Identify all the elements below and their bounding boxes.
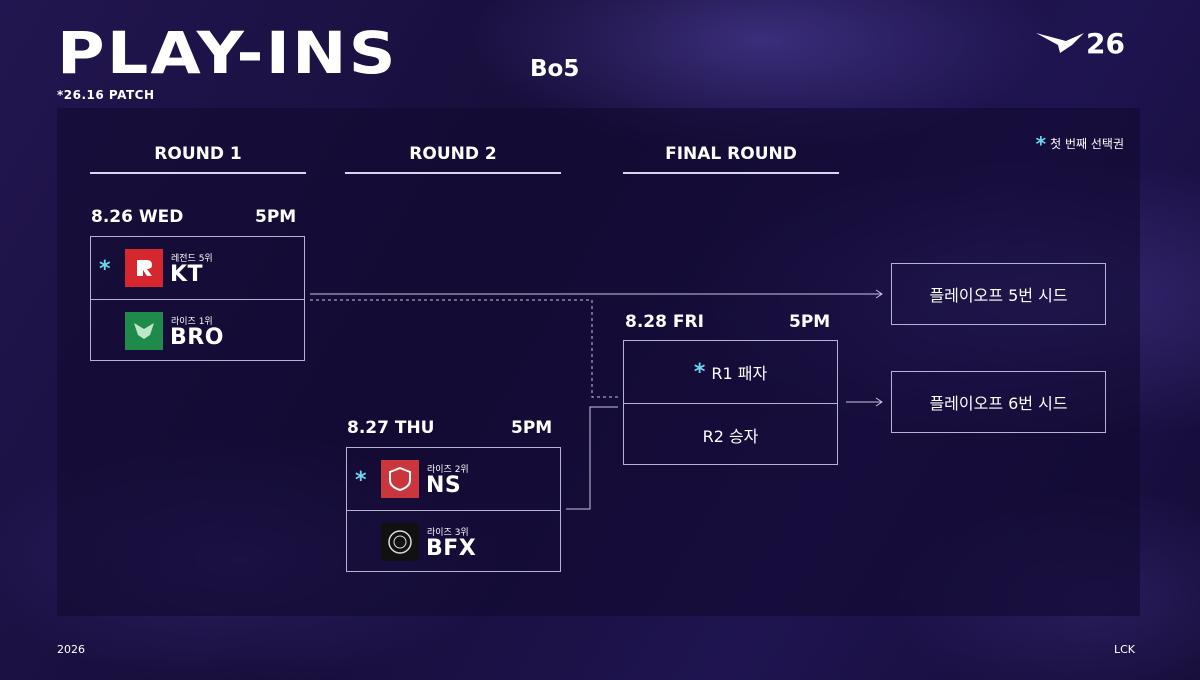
brand-number: 26: [1086, 27, 1125, 60]
final-slot-b: R2 승자: [624, 404, 837, 466]
legend: * 첫 번째 선택권: [1035, 131, 1124, 156]
r1-match-card: * 레전드 5위 KT 라이즈 1위 BRO: [90, 236, 305, 361]
kt-team-name: KT: [170, 262, 204, 287]
final-slot-b-label: R2 승자: [702, 427, 759, 446]
arrow-head-icon: [875, 397, 883, 407]
seed-6-label: 플레이오프 6번 시드: [929, 394, 1068, 413]
lck-wing-logo-icon: [1036, 33, 1084, 53]
bracket-panel: [57, 108, 1140, 616]
bro-logo-icon: [125, 312, 163, 350]
r1-date: 8.26 WED: [91, 207, 184, 227]
divider: [624, 403, 837, 404]
kt-logo-icon: [125, 249, 163, 287]
final-time: 5PM: [789, 312, 831, 332]
final-date: 8.28 FRI: [625, 312, 704, 332]
round-1-header: ROUND 1: [90, 144, 306, 174]
r2-match-card: * 라이즈 2위 NS 라이즈 3위 BFX: [346, 447, 561, 572]
kt-standing: 레전드 5위: [171, 254, 213, 264]
divider: [347, 510, 560, 511]
bfx-logo-icon: [381, 523, 419, 561]
bro-team-name: BRO: [170, 325, 224, 350]
seed-5-box: 플레이오프 5번 시드: [891, 263, 1106, 325]
divider: [91, 299, 304, 300]
first-pick-marker-icon: *: [355, 468, 367, 493]
r1-time: 5PM: [255, 207, 297, 227]
connector-r1-loser: [310, 299, 618, 398]
footer-year: 2026: [57, 643, 85, 656]
first-pick-marker-icon: *: [1035, 131, 1047, 156]
legend-text: 첫 번째 선택권: [1050, 137, 1124, 151]
ns-logo-icon: [381, 460, 419, 498]
r2-date: 8.27 THU: [347, 418, 435, 438]
first-pick-marker-icon: *: [99, 257, 111, 282]
final-round-header: FINAL ROUND: [623, 144, 839, 174]
final-match-card: * R1 패자 R2 승자: [623, 340, 838, 465]
arrow-head-icon: [875, 289, 883, 299]
final-slot-a-label: R1 패자: [711, 364, 768, 383]
page-title: PLAY-INS: [57, 19, 398, 87]
r2-time: 5PM: [511, 418, 553, 438]
bfx-team-name: BFX: [426, 536, 477, 561]
final-slot-a: * R1 패자: [624, 341, 837, 403]
seed-6-box: 플레이오프 6번 시드: [891, 371, 1106, 433]
round-2-header: ROUND 2: [345, 144, 561, 174]
match-format: Bo5: [530, 56, 580, 82]
first-pick-marker-icon: *: [693, 359, 706, 385]
seed-5-label: 플레이오프 5번 시드: [929, 286, 1068, 305]
connector-r2-winner: [566, 406, 618, 510]
ns-standing: 라이즈 2위: [427, 465, 469, 475]
bfx-standing: 라이즈 3위: [427, 528, 469, 538]
ns-team-name: NS: [426, 473, 462, 498]
bro-standing: 라이즈 1위: [171, 317, 213, 327]
footer-league: LCK: [1114, 643, 1136, 656]
patch-label: *26.16 PATCH: [57, 88, 155, 102]
